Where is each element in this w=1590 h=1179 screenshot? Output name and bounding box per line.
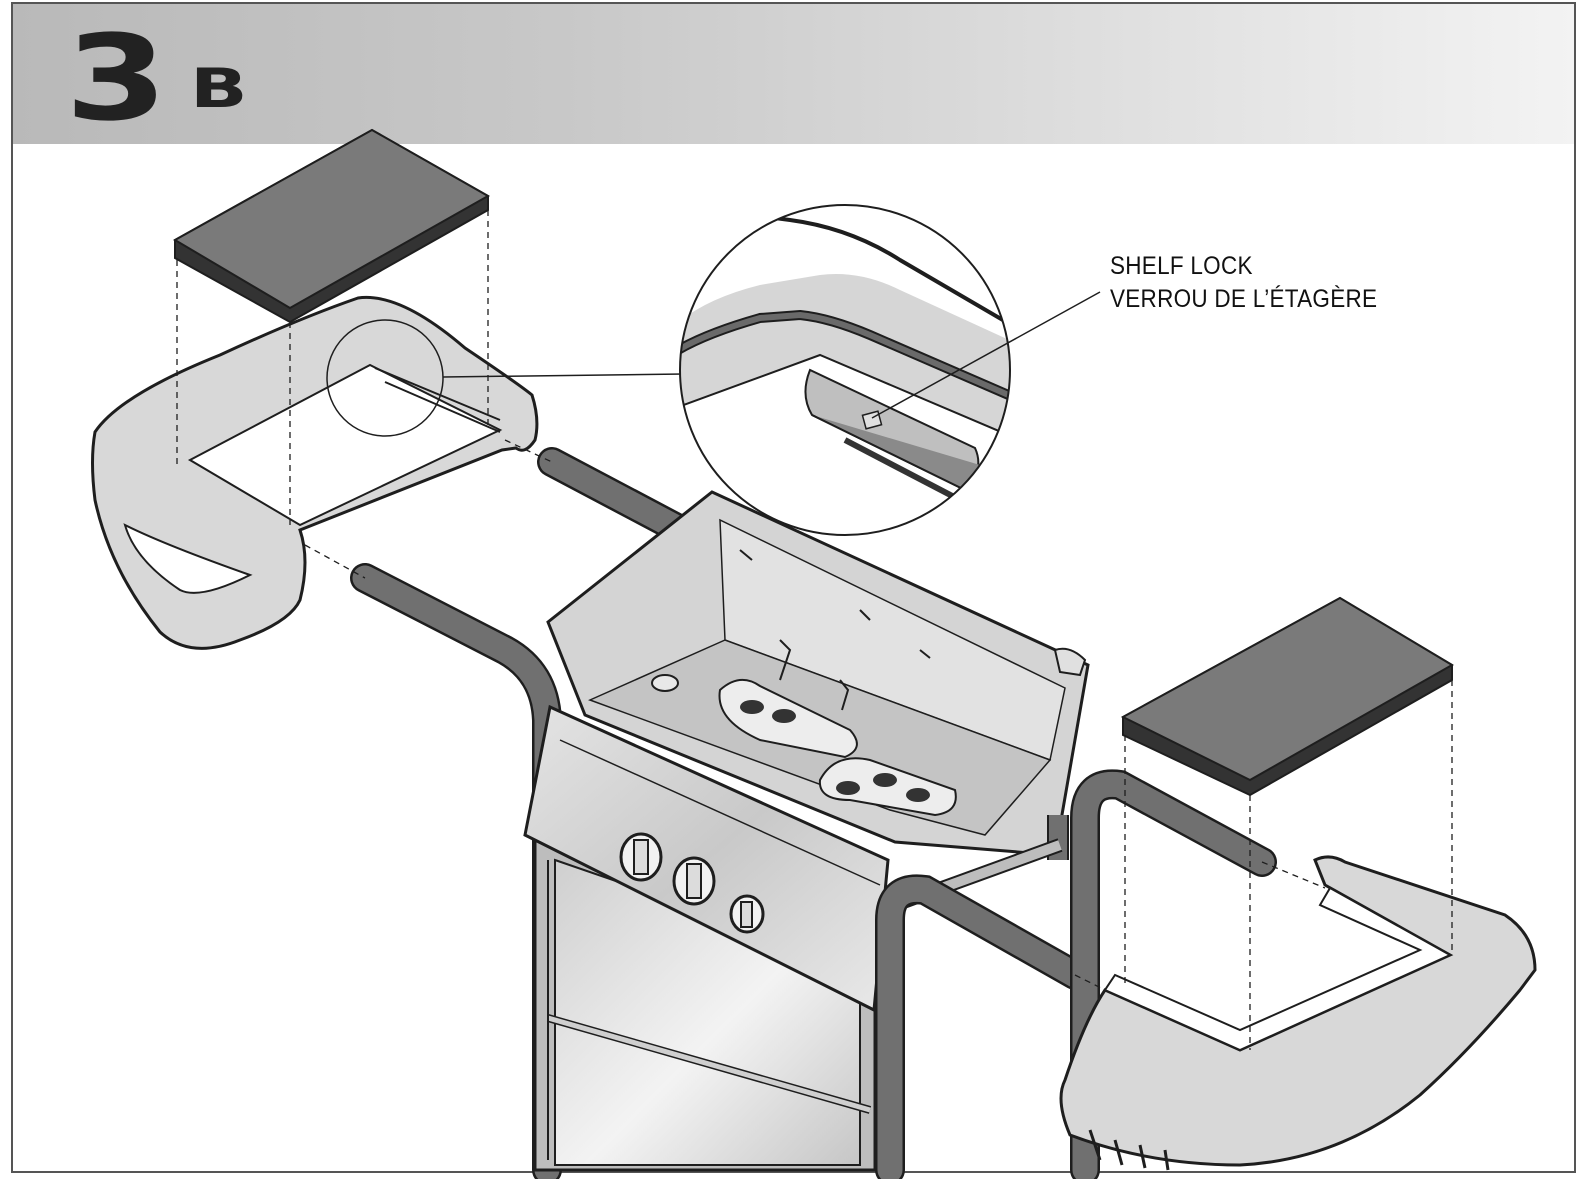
frame-tube-upper-left	[537, 447, 705, 550]
diagram-frame: 3 B	[11, 2, 1576, 1173]
frame-tube-right-front	[875, 874, 1090, 1179]
step-letter: B	[190, 57, 248, 120]
frame-tube-right-side	[1070, 769, 1277, 1179]
callout-label-en: SHELF LOCK	[1110, 252, 1253, 280]
control-knob-2	[672, 856, 716, 906]
grill-firebox	[546, 490, 1090, 857]
callout-label-fr: VERROU DE L’ÉTAGÈRE	[1110, 285, 1378, 313]
step-number: 3	[65, 9, 168, 147]
alignment-lines	[176, 210, 1453, 1050]
detail-marker-circle	[326, 319, 685, 437]
control-knob-1	[619, 832, 663, 882]
step-header: 3 B	[13, 4, 1574, 144]
frame-tube-left	[350, 563, 562, 1179]
shelf-lock-callout: SHELF LOCK VERROU DE L’ÉTAGÈRE	[1110, 250, 1407, 316]
zoom-detail-circle	[679, 204, 1011, 536]
left-shelf-top	[172, 128, 491, 324]
control-panel	[523, 704, 890, 1013]
right-shelf-top	[1120, 596, 1454, 797]
right-shelf-frame	[1059, 855, 1537, 1171]
control-knob-3	[729, 894, 765, 934]
callout-leader-line	[871, 291, 1101, 419]
left-shelf-frame	[91, 295, 539, 650]
